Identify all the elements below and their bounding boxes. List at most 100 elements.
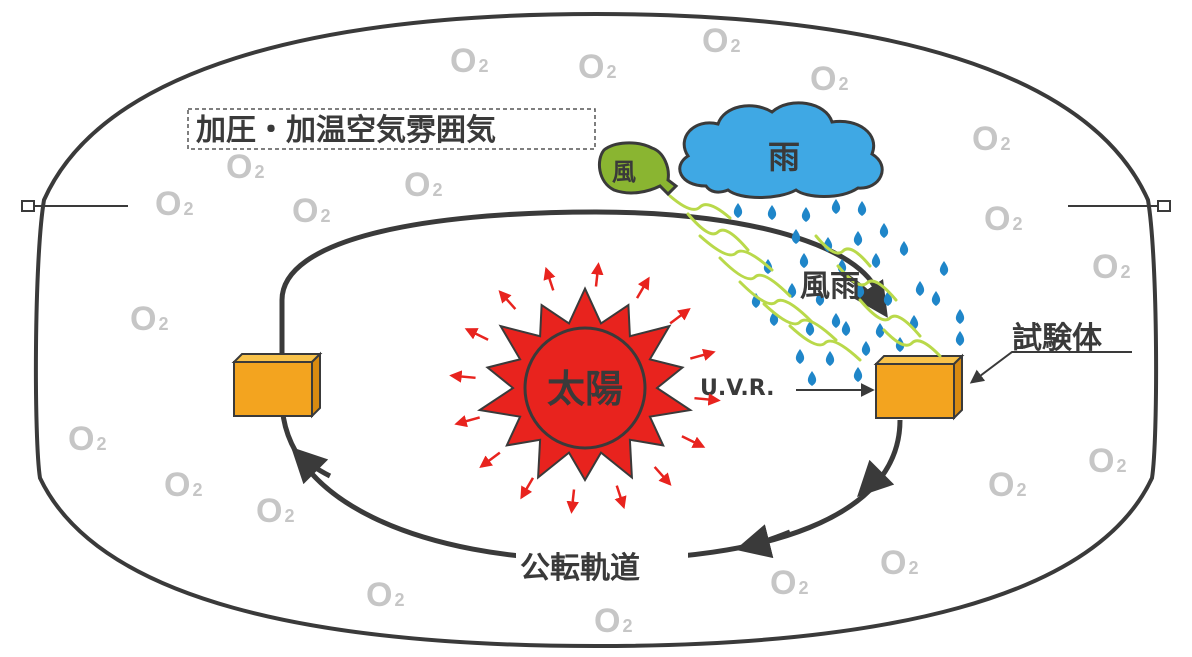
rain-drop-icon xyxy=(801,207,811,222)
sun-ray-arrow xyxy=(566,489,579,514)
wind-streak xyxy=(686,212,750,252)
rain-drop-icon xyxy=(733,203,743,218)
rain-drop-icon xyxy=(861,341,871,356)
wind-label: 風 xyxy=(612,158,636,186)
sun-ray-arrow xyxy=(520,477,535,500)
orbit-arrow-bottom-right xyxy=(857,459,895,497)
rain-drop-icon xyxy=(955,309,965,324)
uvr-label: U.V.R. xyxy=(700,376,774,401)
rain-drop-icon xyxy=(795,349,805,364)
rain-drop-icon xyxy=(931,291,941,306)
wind-streak xyxy=(858,298,922,338)
wind-streaks xyxy=(668,194,942,362)
rain-drop-icon xyxy=(871,253,881,268)
sun-label: 太陽 xyxy=(547,367,623,411)
rain-label: 雨 xyxy=(768,138,800,176)
sun-ray-arrow xyxy=(635,276,650,299)
sun-ray-arrow xyxy=(543,266,556,291)
chamber-outline xyxy=(33,11,1159,649)
rain-drop-icon xyxy=(875,323,885,338)
rain-drop-icon xyxy=(815,291,825,306)
orbit-label: 公転軌道 xyxy=(520,551,640,586)
specimen-label: 試験体 xyxy=(1012,321,1103,356)
left-mount xyxy=(21,200,128,212)
rain-drop-icon xyxy=(939,261,949,276)
rain-drop-icon xyxy=(915,281,925,296)
sun-burst-icon xyxy=(449,262,721,514)
rain-drop-icon xyxy=(841,321,851,336)
sun-ray-arrow xyxy=(454,415,481,428)
wind-rain-label: 風雨 xyxy=(800,269,860,304)
sun-ray-arrow xyxy=(669,308,691,325)
rain-drop-icon xyxy=(805,321,815,336)
wind-bag-icon xyxy=(597,141,679,197)
rain-drop-icon xyxy=(767,205,777,220)
rain-drops xyxy=(733,199,965,386)
specimen-box-left-icon xyxy=(231,351,323,419)
wind-streak xyxy=(788,324,862,362)
rain-drop-icon xyxy=(853,231,863,246)
sun-ray-arrow xyxy=(479,451,501,468)
rain-cloud-icon xyxy=(678,101,884,199)
rain-drop-icon xyxy=(807,371,817,386)
rain-drop-icon xyxy=(879,223,889,238)
wind-streak xyxy=(698,234,774,272)
orbit-path xyxy=(279,209,903,563)
wind-streak xyxy=(738,280,814,324)
rain-drop-icon xyxy=(899,241,909,256)
rain-drop-icon xyxy=(857,201,867,216)
rain-drop-icon xyxy=(791,229,801,244)
sun-ray-arrow xyxy=(681,435,706,448)
wind-streak xyxy=(814,234,872,268)
rain-drop-icon xyxy=(955,331,965,346)
rain-drop-icon xyxy=(853,367,863,382)
wind-streak xyxy=(762,302,838,342)
wind-streak xyxy=(836,264,898,302)
sun-ray-arrow xyxy=(591,262,604,287)
sun-ray-arrow xyxy=(614,485,627,510)
sun-ray-arrow xyxy=(498,290,517,310)
atmosphere-label: 加圧・加温空気雰囲気 xyxy=(196,113,496,148)
orbit-arrow-bottom xyxy=(735,524,791,559)
specimen-pointer xyxy=(969,351,1132,384)
sun-ray-arrow xyxy=(449,370,476,383)
atmosphere-label-box xyxy=(187,108,596,150)
wind-streak xyxy=(882,328,942,358)
rain-drop-icon xyxy=(855,283,865,298)
sun-ray-arrow xyxy=(653,466,672,486)
rain-drop-icon xyxy=(825,351,835,366)
sun-ray-arrow xyxy=(464,328,489,341)
wind-streak xyxy=(668,194,732,220)
specimen-box-right-icon xyxy=(873,353,965,421)
rain-drop-icon xyxy=(831,313,841,328)
rain-drop-icon xyxy=(831,199,841,214)
orbit-arrow-left xyxy=(291,447,332,485)
sun-ray-arrow xyxy=(694,393,721,406)
wind-streak xyxy=(718,256,792,298)
sun-ray-arrow xyxy=(689,348,716,361)
rain-drop-icon xyxy=(799,253,809,268)
right-mount xyxy=(1068,200,1171,212)
